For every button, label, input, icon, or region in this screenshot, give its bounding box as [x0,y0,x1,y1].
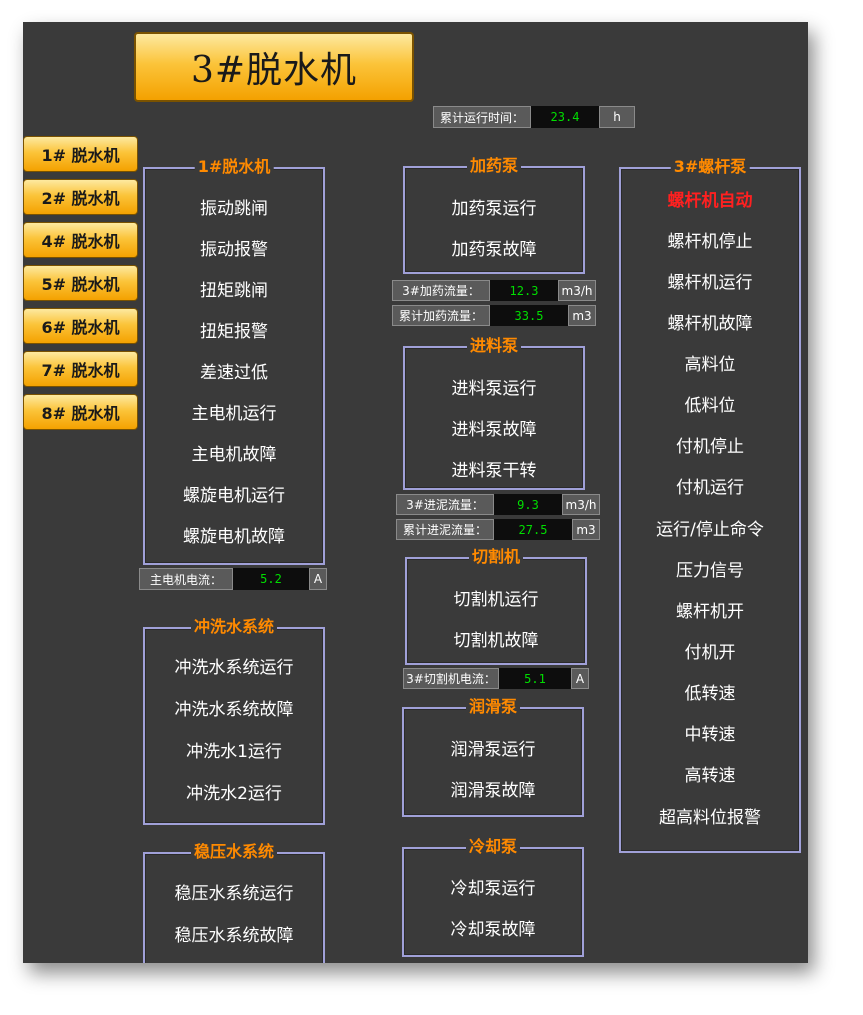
status-low-level: 低料位 [684,396,736,416]
status-cooling-run: 冷却泵运行 [450,879,536,899]
screw-group-title: 3#螺杆泵 [670,157,750,177]
status-screw-stop: 螺杆机停止 [667,232,753,252]
cutter-group: 切割机 切割机运行 切割机故障 [405,547,587,665]
runtime-label: 累计运行时间： [433,106,531,128]
feed-flow-value: 9.3 [494,494,562,515]
cutter-group-title: 切割机 [468,547,524,567]
lube-pump-group: 润滑泵 润滑泵运行 润滑泵故障 [402,697,584,817]
feed-total-label: 累计进泥流量： [396,519,494,540]
feed-flow-label: 3#进泥流量： [396,494,494,515]
status-run-stop-command: 运行/停止命令 [656,520,764,540]
nav-button-4[interactable]: 4# 脱水机 [23,222,138,258]
stable-group-title: 稳压水系统 [190,842,278,862]
main-motor-current-unit: A [309,568,327,590]
cooling-group-title: 冷却泵 [465,837,521,857]
nav-button-7[interactable]: 7# 脱水机 [23,351,138,387]
main-motor-current-label: 主电机电流： [139,568,233,590]
status-high-speed: 高转速 [684,766,736,786]
status-ultra-high-level-alarm: 超高料位报警 [659,808,761,828]
feed-pump-group: 进料泵 进料泵运行 进料泵故障 进料泵干转 [403,336,585,490]
status-feed-run: 进料泵运行 [451,379,537,399]
status-stable-run: 稳压水系统运行 [174,884,294,904]
feed-flow-unit: m3/h [562,494,600,515]
status-aux-run: 付机运行 [676,478,744,498]
nav-button-1[interactable]: 1# 脱水机 [23,136,138,172]
runtime-unit: h [599,106,635,128]
status-feed-dry-run: 进料泵干转 [451,461,537,481]
feed-total-unit: m3 [572,519,600,540]
cutter-current-label: 3#切割机电流： [403,668,499,689]
status-dosing-fault: 加药泵故障 [451,240,537,260]
dosing-flow-label: 3#加药流量： [392,280,490,301]
status-screw-fault: 螺杆机故障 [667,314,753,334]
status-vibration-alarm: 振动报警 [200,240,268,260]
cutter-current-unit: A [571,668,589,689]
status-screw-motor-fault: 螺旋电机故障 [183,527,285,547]
flush-water-group: 冲洗水系统 冲洗水系统运行 冲洗水系统故障 冲洗水1运行 冲洗水2运行 [143,617,325,825]
status-vibration-trip: 振动跳闸 [200,199,268,219]
status-stable-fault: 稳压水系统故障 [174,926,294,946]
status-torque-trip: 扭矩跳闸 [200,281,268,301]
status-torque-alarm: 扭矩报警 [200,322,268,342]
status-pressure-signal: 压力信号 [676,561,744,581]
status-dosing-run: 加药泵运行 [451,199,537,219]
status-lube-run: 润滑泵运行 [450,740,536,760]
cutter-current-value: 5.1 [499,668,571,689]
status-mid-speed: 中转速 [684,725,736,745]
dosing-total-label: 累计加药流量： [392,305,490,326]
page-title: 3#脱水机 [134,32,414,102]
machine-status-group: 1#脱水机 振动跳闸 振动报警 扭矩跳闸 扭矩报警 差速过低 主电机运行 主电机… [143,157,325,565]
status-flush1-run: 冲洗水1运行 [186,742,282,762]
cooling-pump-group: 冷却泵 冷却泵运行 冷却泵故障 [402,837,584,957]
status-aux-stop: 付机停止 [676,437,744,457]
nav-button-5[interactable]: 5# 脱水机 [23,265,138,301]
status-main-motor-run: 主电机运行 [191,404,277,424]
status-feed-fault: 进料泵故障 [451,420,537,440]
status-screw-auto: 螺杆机自动 [667,191,753,211]
machine-group-title: 1#脱水机 [194,157,274,177]
dosing-flow-unit: m3/h [558,280,596,301]
status-flush-run: 冲洗水系统运行 [174,658,294,678]
nav-button-2[interactable]: 2# 脱水机 [23,179,138,215]
status-diff-speed-low: 差速过低 [200,363,268,383]
status-screw-run: 螺杆机运行 [667,273,753,293]
status-flush-fault: 冲洗水系统故障 [174,700,294,720]
flush-group-title: 冲洗水系统 [190,617,278,637]
status-screw-open: 螺杆机开 [676,602,744,622]
status-cutter-fault: 切割机故障 [453,631,539,651]
status-cooling-fault: 冷却泵故障 [450,920,536,940]
status-screw-motor-run: 螺旋电机运行 [183,486,285,506]
status-cutter-run: 切割机运行 [453,590,539,610]
dosing-total-unit: m3 [568,305,596,326]
screw-pump-group: 3#螺杆泵 螺杆机自动 螺杆机停止 螺杆机运行 螺杆机故障 高料位 低料位 付机… [619,157,801,853]
stable-water-group: 稳压水系统 稳压水系统运行 稳压水系统故障 [143,842,325,963]
feed-total-value: 27.5 [494,519,572,540]
status-high-level: 高料位 [684,355,736,375]
feed-group-title: 进料泵 [466,336,522,356]
status-flush2-run: 冲洗水2运行 [186,784,282,804]
lube-group-title: 润滑泵 [465,697,521,717]
status-aux-open: 付机开 [684,643,736,663]
main-motor-current-value: 5.2 [233,568,309,590]
status-low-speed: 低转速 [684,684,736,704]
dosing-pump-group: 加药泵 加药泵运行 加药泵故障 [403,156,585,274]
nav-button-8[interactable]: 8# 脱水机 [23,394,138,430]
runtime-value: 23.4 [531,106,599,128]
status-lube-fault: 润滑泵故障 [450,781,536,801]
dosing-total-value: 33.5 [490,305,568,326]
dosing-flow-value: 12.3 [490,280,558,301]
dosing-group-title: 加药泵 [466,156,522,176]
scada-screen: 3#脱水机 累计运行时间： 23.4 h 1# 脱水机 2# 脱水机 4# 脱水… [23,22,808,963]
status-main-motor-fault: 主电机故障 [191,445,277,465]
nav-button-6[interactable]: 6# 脱水机 [23,308,138,344]
